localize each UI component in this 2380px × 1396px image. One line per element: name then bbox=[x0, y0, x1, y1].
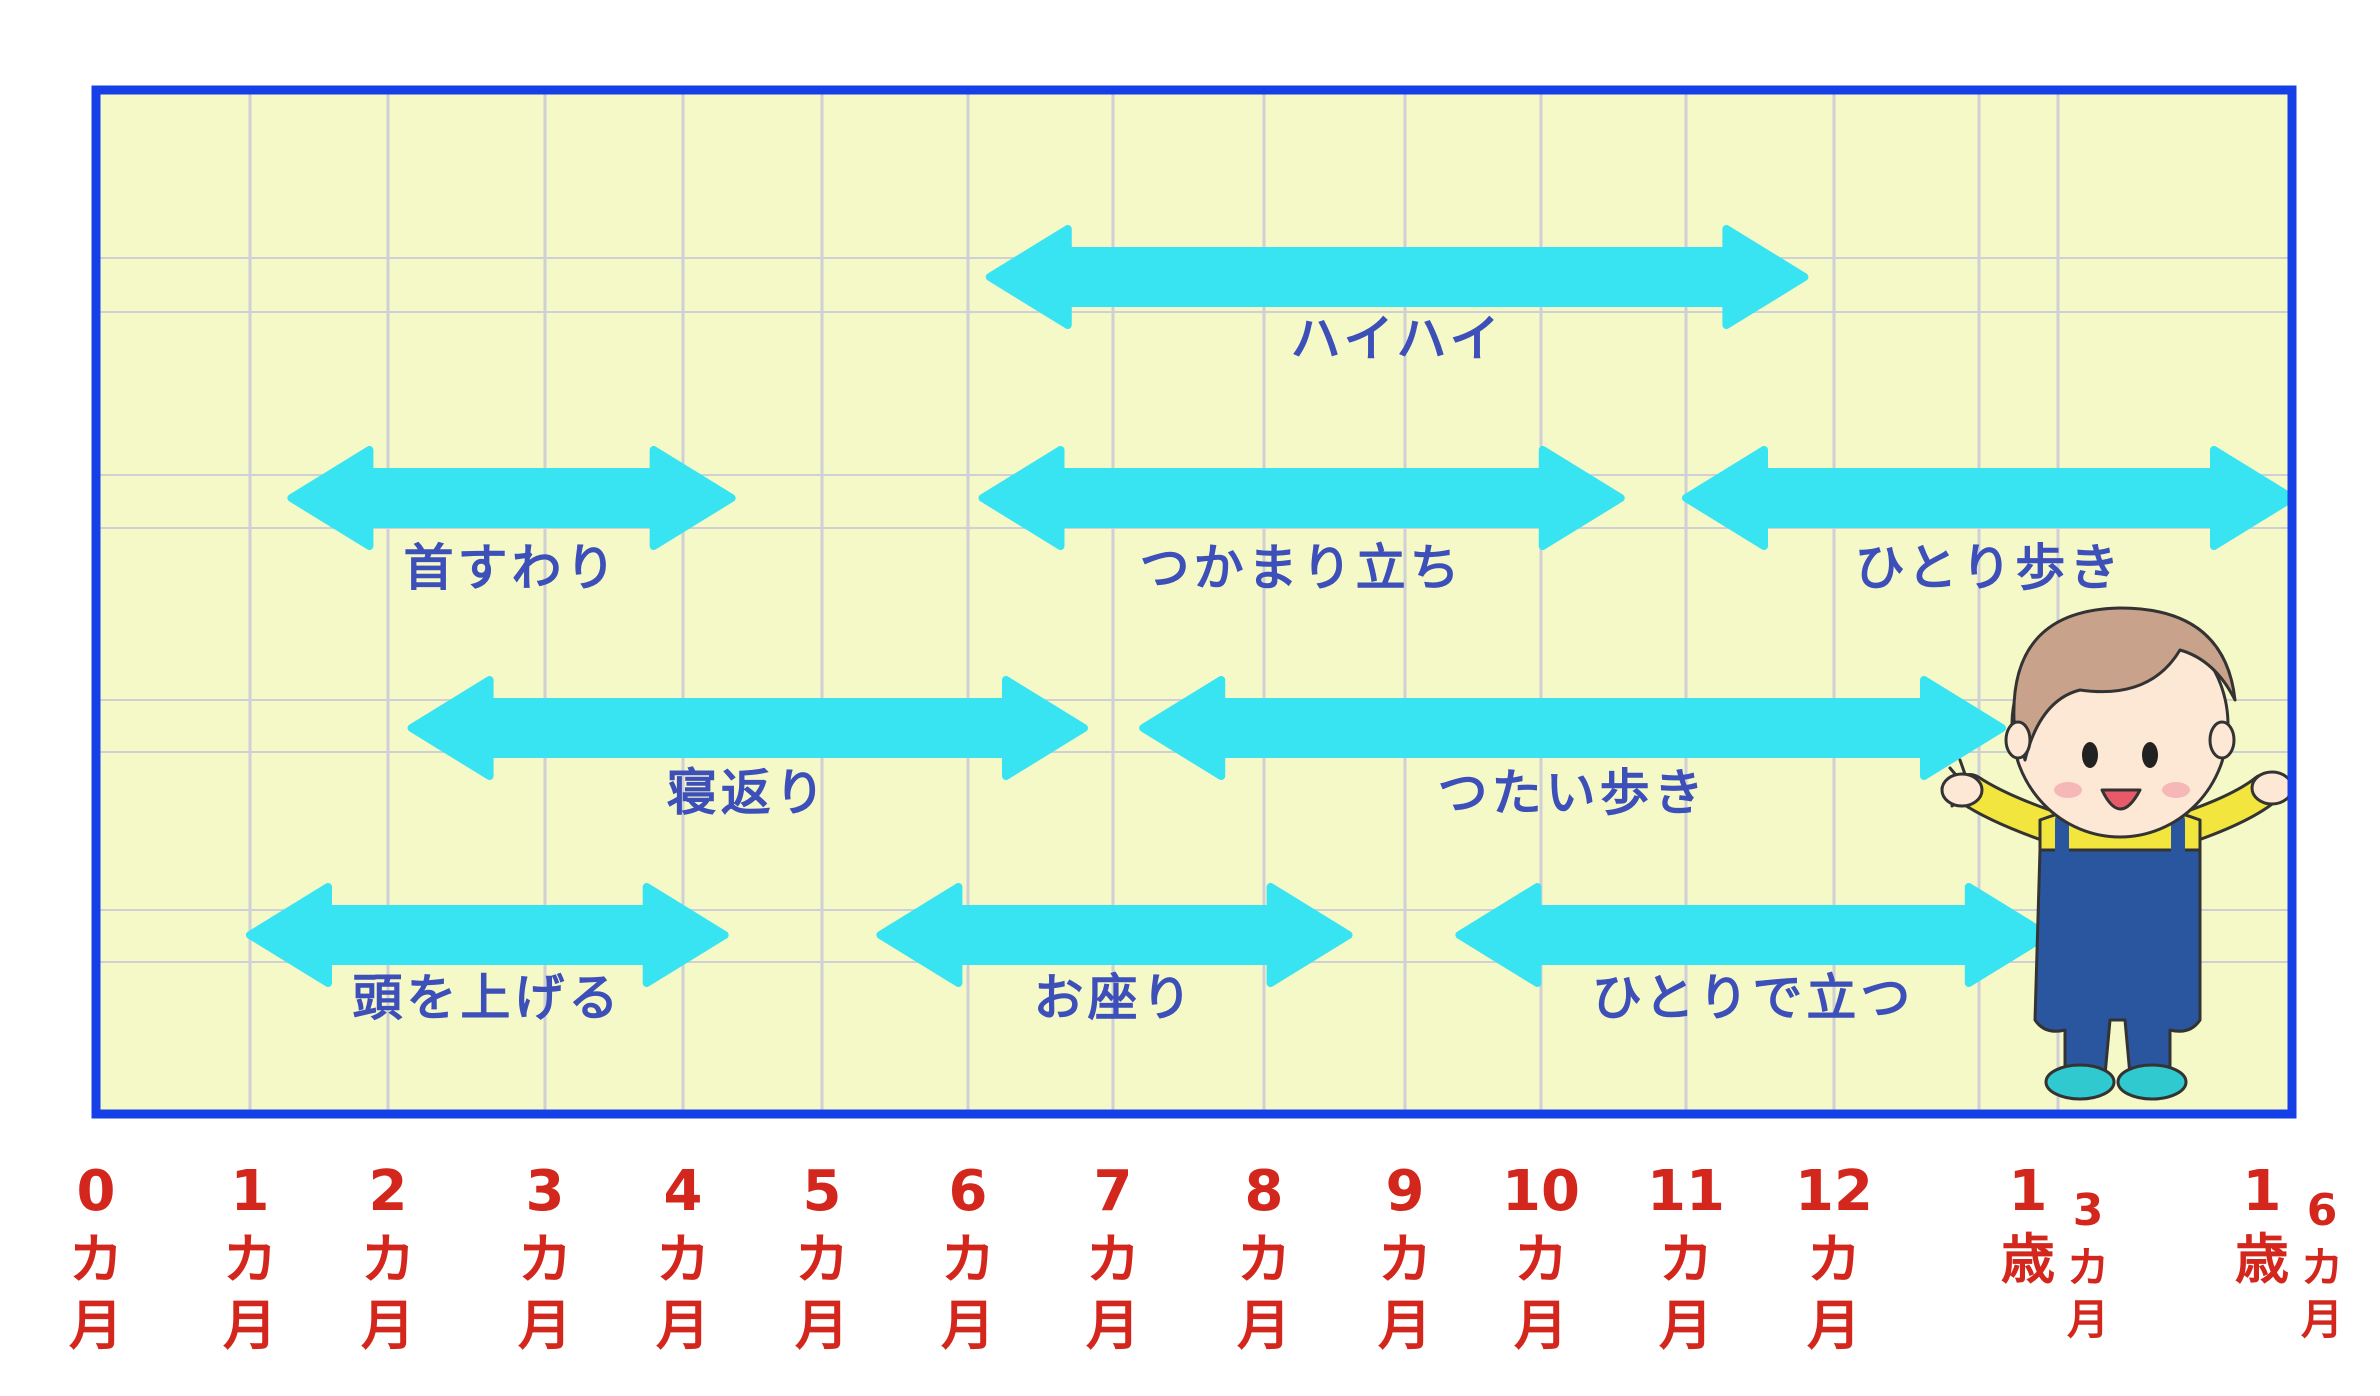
baby-illustration bbox=[1940, 606, 2294, 1101]
milestone-arrow bbox=[1139, 676, 2006, 780]
chart-frame bbox=[91, 85, 2297, 1119]
tick-unit: 歳 bbox=[2235, 1228, 2289, 1291]
tick-unit: カ bbox=[223, 1228, 277, 1291]
tick-unit: 月 bbox=[795, 1294, 849, 1357]
milestone-label: 首すわり bbox=[404, 539, 620, 597]
tick-unit: カ bbox=[1807, 1228, 1861, 1291]
tick-unit: 月 bbox=[69, 1294, 123, 1357]
tick-unit: 月 bbox=[1086, 1294, 1140, 1357]
tick-number: 7 bbox=[1094, 1159, 1133, 1224]
tick-unit: カ bbox=[518, 1228, 572, 1291]
tick-number: 5 bbox=[803, 1159, 842, 1224]
milestone-arrow bbox=[876, 883, 1353, 987]
tick-unit: 月 bbox=[1807, 1294, 1861, 1357]
milestone-arrow bbox=[978, 446, 1625, 550]
tick-number: 2 bbox=[369, 1159, 408, 1224]
tick-sub-unit: 月 bbox=[2067, 1295, 2109, 1344]
tick-unit: カ bbox=[1378, 1228, 1432, 1291]
tick-unit: 月 bbox=[941, 1294, 995, 1357]
tick-unit: カ bbox=[795, 1228, 849, 1291]
milestone-arrow bbox=[246, 883, 729, 987]
milestone-arrow bbox=[985, 225, 1809, 329]
tick-number: 8 bbox=[1245, 1159, 1284, 1224]
tick-unit: 月 bbox=[1514, 1294, 1568, 1357]
tick-sub-unit: 月 bbox=[2301, 1295, 2343, 1344]
tick-unit: 歳 bbox=[2001, 1228, 2055, 1291]
milestone-label: ハイハイ bbox=[1291, 310, 1504, 368]
milestone-arrows bbox=[246, 225, 2296, 987]
age-axis: 0カ月1カ月2カ月3カ月4カ月5カ月6カ月7カ月8カ月9カ月10カ月11カ月12… bbox=[69, 1159, 2343, 1357]
tick-unit: 月 bbox=[361, 1294, 415, 1357]
milestone-label: ひとりで立つ bbox=[1592, 969, 1915, 1027]
tick-unit: カ bbox=[1237, 1228, 1291, 1291]
tick-number: 0 bbox=[77, 1159, 116, 1224]
tick-sub-unit: カ bbox=[2301, 1243, 2343, 1292]
tick-unit: カ bbox=[656, 1228, 710, 1291]
tick-number: 9 bbox=[1386, 1159, 1425, 1224]
milestone-label: つかまり立ち bbox=[1140, 539, 1464, 597]
milestone-label: ひとり歩き bbox=[1855, 539, 2124, 597]
milestone-label: お座り bbox=[1034, 969, 1196, 1027]
tick-unit: 月 bbox=[518, 1294, 572, 1357]
tick-number: 10 bbox=[1502, 1159, 1580, 1224]
tick-unit: 月 bbox=[1378, 1294, 1432, 1357]
tick-number: 6 bbox=[949, 1159, 988, 1224]
tick-unit: カ bbox=[69, 1228, 123, 1291]
tick-unit: カ bbox=[361, 1228, 415, 1291]
milestone-label: 頭を上げる bbox=[352, 969, 622, 1027]
tick-unit: 月 bbox=[223, 1294, 277, 1357]
tick-number: 4 bbox=[664, 1159, 703, 1224]
milestone-label: 寝返り bbox=[667, 764, 829, 822]
tick-unit: カ bbox=[1514, 1228, 1568, 1291]
tick-unit: 月 bbox=[1659, 1294, 1713, 1357]
tick-unit: カ bbox=[941, 1228, 995, 1291]
tick-sub-number: 6 bbox=[2307, 1185, 2338, 1236]
frame-border bbox=[91, 85, 2297, 1119]
milestone-arrow bbox=[407, 676, 1088, 780]
tick-number: 1 bbox=[2243, 1159, 2282, 1224]
tick-number: 11 bbox=[1647, 1159, 1725, 1224]
tick-unit: カ bbox=[1086, 1228, 1140, 1291]
tick-number: 12 bbox=[1795, 1159, 1873, 1224]
tick-unit: カ bbox=[1659, 1228, 1713, 1291]
tick-unit: 月 bbox=[656, 1294, 710, 1357]
milestone-label: つたい歩き bbox=[1438, 764, 1708, 822]
tick-sub-unit: カ bbox=[2067, 1243, 2109, 1292]
tick-number: 1 bbox=[2009, 1159, 2048, 1224]
tick-number: 3 bbox=[526, 1159, 565, 1224]
baby-figure bbox=[1940, 606, 2294, 1101]
tick-sub-number: 3 bbox=[2073, 1185, 2104, 1236]
milestone-arrow bbox=[287, 446, 736, 550]
tick-unit: 月 bbox=[1237, 1294, 1291, 1357]
tick-number: 1 bbox=[231, 1159, 270, 1224]
